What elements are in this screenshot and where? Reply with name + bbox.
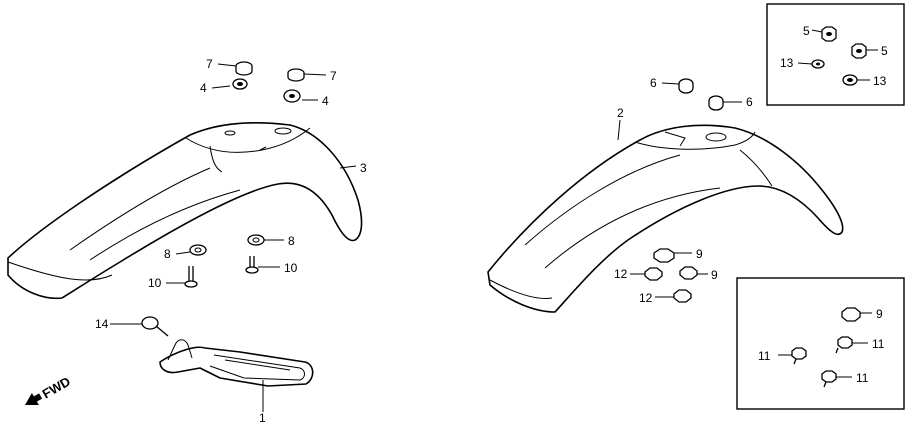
grommet-4-left xyxy=(232,78,248,90)
collar-7-right xyxy=(287,68,305,82)
washer-13-right xyxy=(842,74,858,86)
callout-13-right: 13 xyxy=(873,74,887,88)
bolt-14 xyxy=(141,316,169,337)
front-fender-left xyxy=(7,122,363,300)
fwd-indicator: FWD xyxy=(25,374,73,406)
bolt-10-left xyxy=(184,266,198,288)
callout-4-left: 4 xyxy=(200,81,207,95)
callout-10-right: 10 xyxy=(284,261,298,275)
bolt-5-right xyxy=(851,43,867,59)
nut-12-b xyxy=(673,289,692,303)
callout-9-b: 9 xyxy=(711,268,718,282)
collar-7-left xyxy=(235,61,253,76)
callout-7-left: 7 xyxy=(206,57,213,71)
bolt-6-lower xyxy=(708,95,724,111)
bolt-6-upper xyxy=(678,78,694,94)
leader-lines xyxy=(110,29,878,412)
callout-2: 2 xyxy=(617,106,624,120)
nut-9-box xyxy=(841,307,861,322)
callout-10-left: 10 xyxy=(148,276,162,290)
callout-8-right: 8 xyxy=(288,234,295,248)
callout-5-left: 5 xyxy=(803,24,810,38)
callout-4-right: 4 xyxy=(322,94,329,108)
washer-8-left xyxy=(189,244,207,256)
callout-11-c: 11 xyxy=(856,371,869,385)
front-fender-right xyxy=(487,124,844,313)
callout-5-right: 5 xyxy=(881,44,888,58)
callout-14: 14 xyxy=(95,317,109,331)
bolt-10-right xyxy=(245,256,259,274)
nut-9-b xyxy=(679,266,698,280)
fwd-arrow-icon xyxy=(25,392,43,406)
callout-11-b: 11 xyxy=(758,349,771,363)
callout-1: 1 xyxy=(259,411,266,425)
nut-9-a xyxy=(653,248,675,263)
callout-9-c: 9 xyxy=(876,307,883,321)
bolt-11-b xyxy=(791,347,807,365)
callout-9-a: 9 xyxy=(696,247,703,261)
bolt-5-left xyxy=(821,26,837,42)
callout-6-lower: 6 xyxy=(746,95,753,109)
washer-13-left xyxy=(811,59,825,69)
callout-labels: 1 2 3 4 4 7 7 8 8 10 10 14 6 6 9 12 9 12… xyxy=(95,24,888,425)
fender-stay xyxy=(159,339,314,387)
washer-8-right xyxy=(247,234,265,246)
callout-12-a: 12 xyxy=(614,267,628,281)
callout-13-left: 13 xyxy=(780,56,794,70)
bolt-11-c xyxy=(821,370,837,388)
callout-8-left: 8 xyxy=(164,247,171,261)
callout-12-b: 12 xyxy=(639,291,653,305)
detail-box-top xyxy=(766,3,905,106)
fwd-label: FWD xyxy=(40,374,73,402)
callout-3: 3 xyxy=(360,161,367,175)
bolt-11-a xyxy=(835,336,853,354)
detail-box-bottom xyxy=(736,277,905,410)
grommet-4-right xyxy=(283,89,301,103)
callout-7-right: 7 xyxy=(330,69,337,83)
callout-11-a: 11 xyxy=(872,337,885,351)
nut-12-a xyxy=(644,267,663,281)
callout-6-upper: 6 xyxy=(650,76,657,90)
